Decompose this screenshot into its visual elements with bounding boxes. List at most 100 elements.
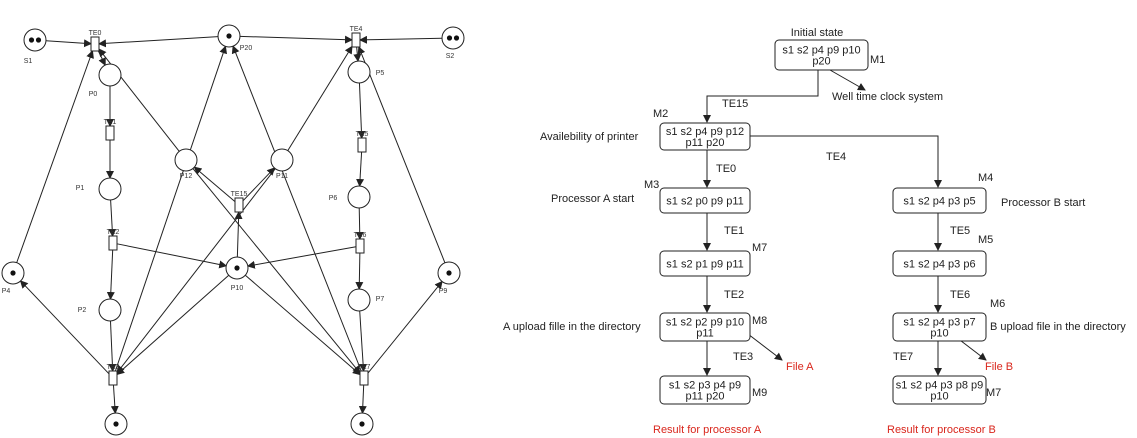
place-circle [23,28,47,52]
marking-id-label: M4 [978,172,993,184]
edge-label: TE4 [826,151,846,163]
edge-label: TE5 [950,225,970,237]
transition-bar [359,370,369,386]
arc-p10-te7 [244,274,361,376]
marking-id-label: M5 [978,234,993,246]
place-label: P5 [376,70,385,77]
place-circle [98,63,122,87]
processor-b-start-label: Processor B start [1001,197,1085,209]
printer-label: Availebility of printer [540,131,639,143]
token [446,270,452,276]
arc-te6-p7 [355,252,364,291]
marking-text: s1 s2 p1 p9 p11 [666,259,743,271]
arc-p7-te7 [359,310,368,372]
marking-box [659,122,751,151]
transition-te5: TE5 [356,131,369,153]
place-circle [441,26,465,50]
arc-te7-outb [358,384,367,415]
place-label: S2 [446,53,455,60]
place-circle [347,185,371,209]
place-circle [98,298,122,322]
marking-box [892,375,987,405]
edge-label: TE1 [724,225,744,237]
transition-bar [108,370,118,386]
arc-p11-te3 [116,168,276,374]
arc-te3-outa [110,384,119,415]
place-label: P11 [276,173,288,180]
result-a-label: Result for processor A [653,424,762,436]
place-outb [350,412,374,436]
transition-te1: TE1 [104,119,117,141]
marking-id-label: M8 [752,315,767,327]
place-label: P6 [329,195,338,202]
place-p0: P0 [89,63,122,98]
transition-label: TE2 [107,229,120,236]
token [226,33,232,39]
place-p2: P2 [78,298,122,322]
arc-te6-p10 [246,246,357,269]
arc-te2-p2 [106,249,115,301]
marking-text: p11 [696,328,714,340]
edge-label: TE2 [724,289,744,301]
token [359,421,365,427]
transition-te3: TE3 [107,364,120,386]
marking-id-label: M3 [644,179,659,191]
result-b-label: Result for processor B [887,424,996,436]
arc-te7-p20 [231,45,362,372]
marking-id-label: M7 [986,387,1001,399]
place-circle [98,177,122,201]
arc-p11-te4 [287,45,353,151]
arc-te4-p5 [353,46,362,63]
transition-bar [234,197,244,213]
marking-box [892,187,987,214]
place-p10: P10 [225,256,249,292]
token [234,265,240,271]
arc-te3-p4 [19,280,110,375]
marking-text: s1 s2 p4 p3 p8 p9 [896,380,983,392]
arc-s1-te0 [45,39,92,48]
place-label: S1 [24,58,33,65]
place-label: P2 [78,307,87,314]
edge-label: TE6 [950,289,970,301]
token [446,35,453,41]
transition-bar [105,125,115,141]
arc-te2-p10 [116,243,228,269]
marking-text: p10 [930,328,948,340]
marking-text: s1 s2 p4 p3 p5 [903,196,975,208]
arc-te7-p9 [367,280,443,374]
marking-text: s1 s2 p4 p3 p7 [903,317,975,329]
a-upload-label: A upload fille in the directory [503,321,641,333]
marking-box [774,39,869,71]
transition-label: TE5 [356,131,369,138]
transition-te4: TE4 [350,26,363,48]
place-s2: S2 [441,26,465,60]
transition-bar [108,235,118,251]
arc-p12-te7 [192,168,361,374]
reachability-annotations: Initial state Well time clock system Ava… [503,27,1126,436]
marking-box [892,250,987,277]
marking-text: p11 p20 [686,137,725,149]
place-circle [347,60,371,84]
place-circle [270,148,294,172]
transition-te6: TE6 [354,232,367,254]
marking-id-label: M6 [990,298,1005,310]
marking-id-label: M2 [653,108,668,120]
place-p20: P20 [217,24,252,52]
transition-label: TE4 [350,26,363,33]
arc-te5-p6 [356,151,365,188]
arc-s2-te4 [359,35,443,44]
token [113,421,119,427]
transition-te15: TE15 [231,191,247,213]
initial-state-label: Initial state [791,27,844,39]
transition-te2: TE2 [107,229,120,251]
arc-p5-te5 [357,82,366,139]
arc-p20-te0 [98,36,219,48]
place-p4: P4 [1,261,25,295]
file-a-label: File A [786,361,814,373]
place-circle [347,288,371,312]
